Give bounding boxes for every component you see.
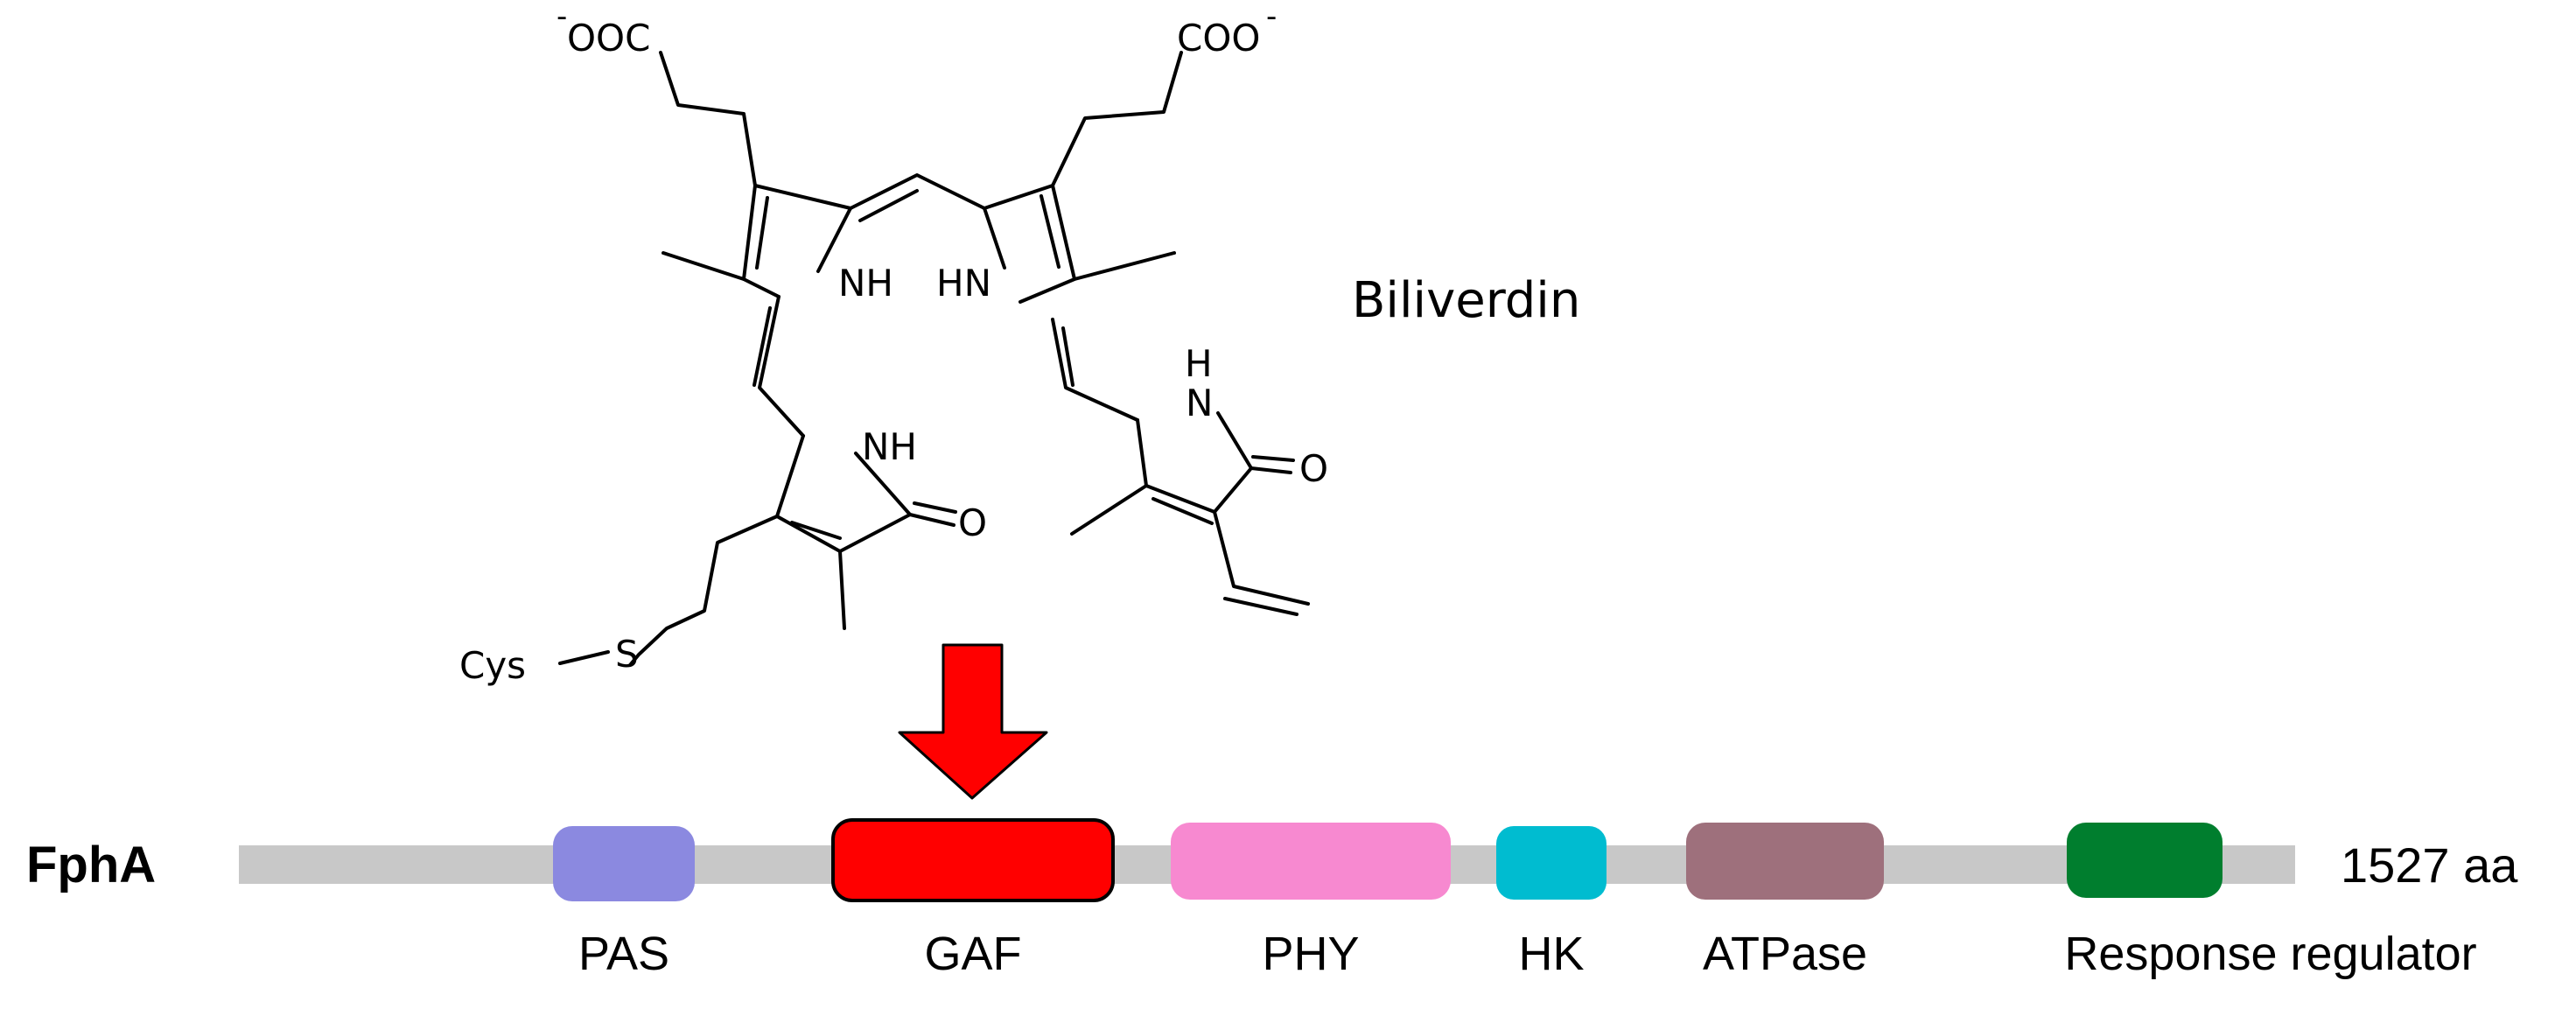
molecule-name: Biliverdin — [1352, 272, 1580, 329]
domain-label-phy: PHY — [1262, 928, 1359, 980]
s-label: S — [615, 633, 639, 676]
charge-left: - — [556, 0, 567, 34]
cys-label: Cys — [459, 644, 526, 687]
atom-labels: - OOC COO - NH HN Biliverdin H N NH O O … — [459, 0, 1580, 687]
domain-gaf — [831, 818, 1115, 902]
domain-label-gaf: GAF — [924, 928, 1021, 980]
nh-ring-a: NH — [862, 425, 917, 468]
n-ring-d: N — [1186, 382, 1213, 424]
domain-label-hk: HK — [1518, 928, 1584, 980]
domain-atpase — [1686, 823, 1884, 900]
carboxylate-left: OOC — [567, 17, 650, 60]
red-arrow — [898, 643, 1048, 800]
hn-ring-c: HN — [936, 262, 991, 305]
o-ring-a: O — [958, 501, 987, 544]
domain-label-response-regulator: Response regulator — [2064, 928, 2476, 980]
domain-phy — [1171, 823, 1451, 900]
domain-hk — [1496, 826, 1606, 900]
domain-pas — [553, 826, 695, 901]
protein-length: 1527 aa — [2341, 837, 2518, 893]
domain-label-atpase: ATPase — [1703, 928, 1867, 980]
domain-response-regulator — [2067, 823, 2222, 898]
domain-label-pas: PAS — [578, 928, 669, 980]
carboxylate-right: COO — [1177, 17, 1260, 60]
nh-ring-b: NH — [838, 262, 893, 305]
o-ring-d: O — [1299, 447, 1328, 490]
h-ring-d: H — [1185, 342, 1213, 385]
biliverdin-structure — [558, 51, 1310, 667]
charge-right: - — [1266, 0, 1277, 34]
protein-name: FphA — [26, 837, 156, 893]
